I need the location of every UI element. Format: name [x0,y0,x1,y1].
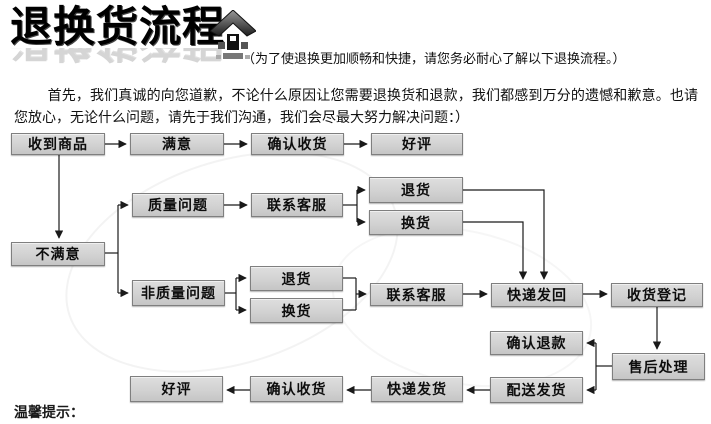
flow-node-good-review-bottom: 好评 [130,376,223,402]
flow-node-confirm-receipt-bottom: 确认收货 [250,376,343,402]
flow-node-return-top: 退货 [369,177,463,203]
flow-node-good-review-top: 好评 [371,133,463,155]
flow-node-exchange-top: 换货 [369,210,463,235]
logo: 退换货流程 退换货流程 [10,3,226,64]
flow-node-receipt-registration: 收货登记 [611,283,703,307]
flow-node-contact-service-top: 联系客服 [251,193,343,217]
flow-node-return-mid: 退货 [250,266,343,291]
header-subtitle: （为了使退换更加顺畅和快捷，请您务必耐心了解以下退换流程。） [242,51,626,66]
page-title: 退换货流程 [10,3,226,50]
flow-node-received: 收到商品 [11,133,105,155]
flow-node-express-ship: 快递发货 [371,376,463,402]
footer-tip: 温馨提示： [14,404,84,420]
page-header: 退换货流程 退换货流程 （为了使退换更加顺畅和快捷，请您务必耐心了解以下退换流程… [10,3,710,76]
flow-node-satisfied: 满意 [130,133,224,155]
intro-paragraph: 首先，我们真诚的向您道歉，不论什么原因让您需要退换货和退款，我们都感到万分的遗憾… [14,87,698,125]
flow-node-confirm-refund: 确认退款 [490,331,583,355]
flow-node-non-quality-issue: 非质量问题 [132,280,225,306]
flow-node-express-return: 快递发回 [491,283,583,307]
flow-node-quality-issue: 质量问题 [132,193,224,217]
flow-node-delivery-ship: 配送发货 [490,377,583,403]
flow-node-aftersales-processing: 售后处理 [612,353,705,380]
flow-node-confirm-receipt-top: 确认收货 [251,133,344,155]
house-icon [210,10,256,59]
flow-node-contact-service-mid: 联系客服 [370,283,463,306]
flow-node-unsatisfied: 不满意 [11,242,105,266]
flow-node-exchange-mid: 换货 [250,298,343,323]
